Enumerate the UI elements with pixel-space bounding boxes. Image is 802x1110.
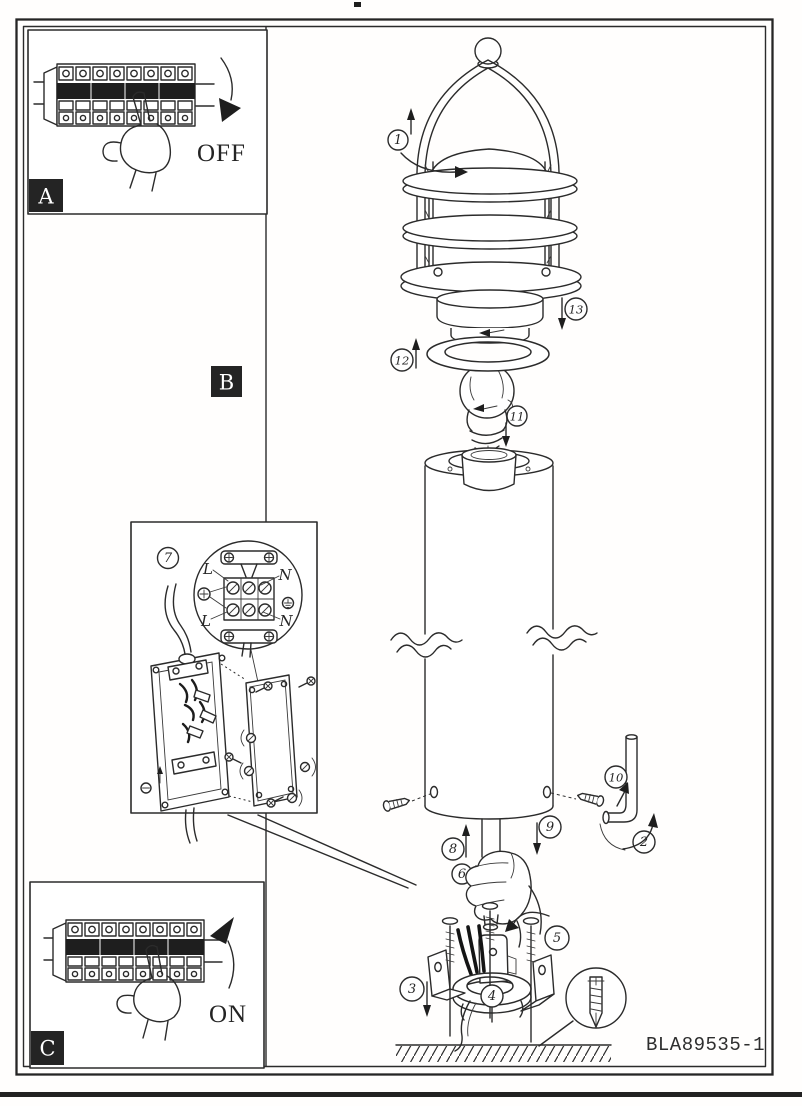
lamp-socket <box>447 447 531 492</box>
screw-hole-left <box>429 785 439 799</box>
supply-wires <box>456 924 486 976</box>
mounting-bracket-left <box>427 949 466 1001</box>
panel-b-badge: B <box>211 366 242 397</box>
wall-plug-detail <box>538 967 627 1047</box>
scan-speck <box>354 2 361 7</box>
lamp-post <box>390 447 598 858</box>
earth-screw-icon <box>197 586 227 609</box>
svg-text:9: 9 <box>546 820 554 835</box>
step-4-marker: 4 <box>480 984 504 1008</box>
off-label: OFF <box>197 140 246 167</box>
cover-screws <box>224 676 316 808</box>
on-label: ON <box>209 1001 247 1028</box>
panel-c-power-on: ON C <box>29 881 265 1069</box>
svg-text:11: 11 <box>510 410 525 424</box>
conduit-elbow <box>602 734 638 825</box>
grub-screw-right <box>576 792 605 807</box>
screw-hole-right <box>542 785 552 799</box>
shade-collar <box>436 289 544 344</box>
cage-arch-inner <box>424 67 552 278</box>
mounting-bracket-right <box>520 954 555 1012</box>
terminal-block-detail: L N L N <box>197 550 295 658</box>
breaker-panel-off-illustration <box>33 64 215 126</box>
scan-bottom-edge <box>0 1092 802 1097</box>
lamp-head-exploded-view: 1 13 <box>387 37 588 344</box>
panel-c-badge: C <box>31 1031 64 1065</box>
svg-text:4: 4 <box>487 989 496 1004</box>
terminal-screws <box>226 581 272 617</box>
turn-screws <box>239 729 316 807</box>
neutral-label-bottom: N <box>278 612 293 630</box>
step-10-marker: 10 <box>604 765 629 807</box>
panel-c-letter: C <box>39 1037 55 1061</box>
anchor-screw-right <box>522 917 540 1043</box>
cage-arch-outer <box>416 59 560 278</box>
earth-symbol-icon <box>281 596 295 610</box>
svg-text:3: 3 <box>408 982 416 997</box>
svg-text:6: 6 <box>458 867 466 882</box>
junction-box-wires <box>178 678 217 744</box>
bulb-glass <box>459 363 515 419</box>
grub-screw-left <box>382 797 411 812</box>
live-label-bottom: L <box>200 612 211 630</box>
break-lines <box>390 625 598 658</box>
step-8-marker: 8 <box>441 824 470 861</box>
panel-a-power-off: OFF A <box>27 29 268 215</box>
base-mounting-assembly: 5 3 4 <box>395 902 627 1062</box>
inset-leader-line <box>257 814 417 886</box>
step-2-marker: 2 <box>599 813 658 854</box>
step-9-marker: 9 <box>533 815 562 855</box>
junction-box-cover <box>220 663 316 808</box>
wiring-detail-inset: 7 L N L N <box>130 521 417 889</box>
step-12-marker: 12 <box>390 338 420 372</box>
gasket-ring <box>426 336 550 372</box>
svg-text:5: 5 <box>553 931 561 946</box>
step-11-marker: 11 <box>502 405 528 447</box>
step-7-marker: 7 <box>156 546 180 570</box>
panel-a-badge: A <box>29 179 63 212</box>
on-direction-arrow-icon <box>210 917 235 989</box>
inset-leader-line <box>227 814 409 889</box>
breaker-panel-on-illustration <box>43 920 223 982</box>
pointing-hand-icon <box>102 91 172 192</box>
step-1-marker: 1 <box>387 108 468 178</box>
panel-a-letter: A <box>37 185 54 209</box>
step-13-marker: 13 <box>558 297 588 330</box>
off-direction-arrow-icon <box>219 57 241 122</box>
live-label-top: L <box>202 560 213 578</box>
svg-text:8: 8 <box>449 842 457 857</box>
cage-ring-upper <box>402 167 578 203</box>
junction-box <box>140 583 230 844</box>
step-5-marker: 5 <box>505 911 570 951</box>
svg-text:2: 2 <box>639 835 648 850</box>
pointing-hand-icon <box>116 944 182 1041</box>
neutral-label-top: N <box>277 566 292 584</box>
ground-surface <box>395 1044 612 1062</box>
anchor-screw-left <box>441 917 459 1037</box>
svg-text:12: 12 <box>395 354 410 368</box>
part-number: BLA89535-1 <box>646 1034 765 1056</box>
svg-text:13: 13 <box>569 303 584 317</box>
bulb-and-gasket: 12 11 <box>390 336 550 464</box>
cage-ring-lower <box>402 214 578 250</box>
finial-ball <box>474 37 502 65</box>
panel-b-letter: B <box>219 371 234 395</box>
svg-text:7: 7 <box>164 551 173 566</box>
svg-text:10: 10 <box>609 771 624 785</box>
svg-text:1: 1 <box>394 133 402 148</box>
step-3-marker: 3 <box>399 976 431 1017</box>
